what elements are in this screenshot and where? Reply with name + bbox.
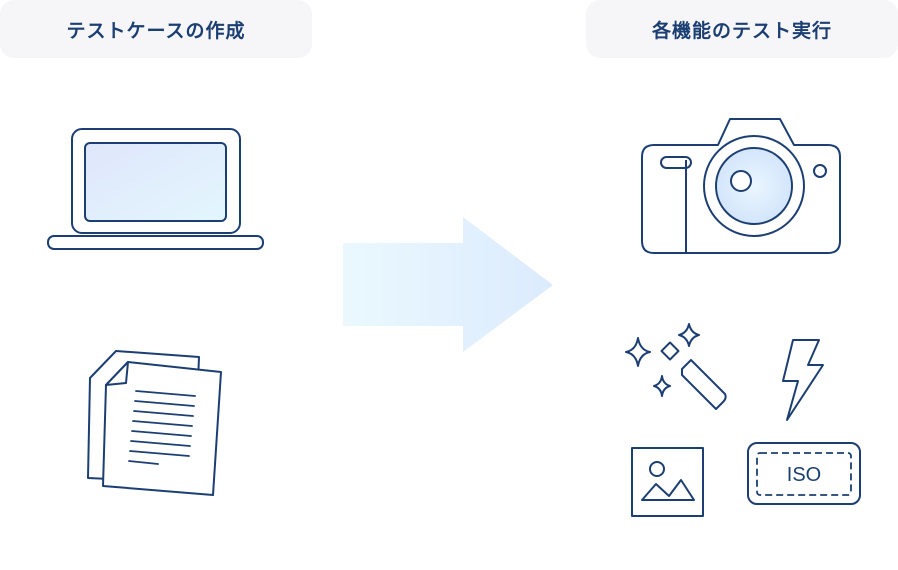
right-step-label: 各機能のテスト実行 xyxy=(586,0,898,58)
laptop-icon xyxy=(47,128,264,250)
arrow-right-icon xyxy=(343,217,553,352)
document-stack-icon xyxy=(87,350,222,496)
left-step-label-text: テストケースの作成 xyxy=(66,19,246,42)
image-icon xyxy=(631,447,704,517)
right-step-label-text: 各機能のテスト実行 xyxy=(651,19,832,42)
iso-icon: ISO xyxy=(747,442,861,505)
iso-label: ISO xyxy=(787,464,821,486)
magic-wand-icon xyxy=(625,323,727,410)
flash-icon xyxy=(782,339,824,421)
camera-icon xyxy=(641,118,841,254)
left-step-label: テストケースの作成 xyxy=(0,0,312,58)
